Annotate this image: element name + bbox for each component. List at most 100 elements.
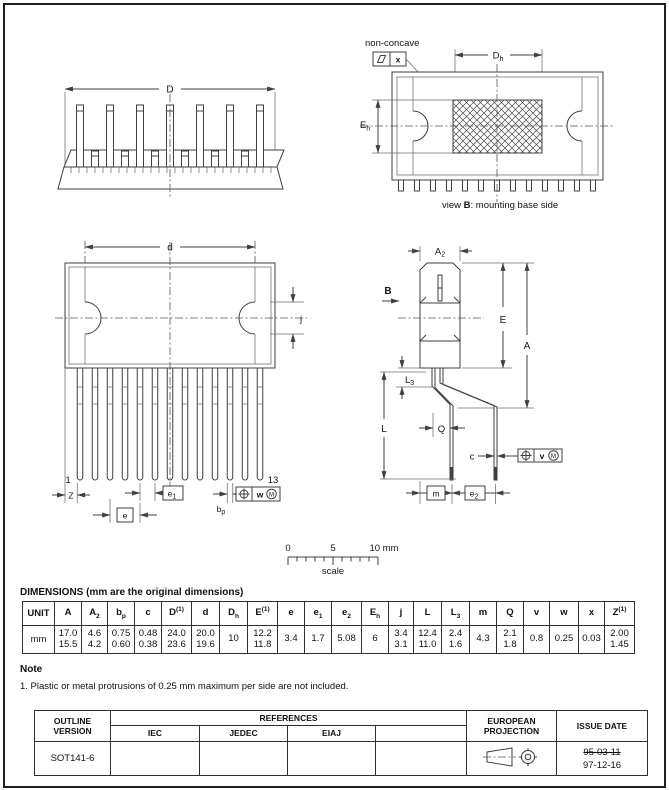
dim-label-e1: e1 bbox=[168, 489, 177, 501]
issue-date-old: 95-03-11 bbox=[583, 746, 621, 758]
dim-label-L3: L3 bbox=[405, 375, 414, 387]
dim-label-bp: bp bbox=[217, 504, 226, 516]
issue-date-cell: 95-03-11 97-12-16 bbox=[556, 741, 648, 776]
ref-value-blank bbox=[375, 741, 467, 776]
issue-date-header: ISSUE DATE bbox=[556, 710, 648, 742]
ref-col-jedec: JEDEC bbox=[199, 725, 288, 742]
pin-1-label: 1 bbox=[65, 475, 70, 486]
references-header: REFERENCES bbox=[110, 710, 467, 726]
dimension-A2: A2 bbox=[408, 246, 472, 261]
dim-value: 5.08 bbox=[331, 625, 362, 654]
ref-value-jedec bbox=[199, 741, 288, 776]
note-item: 1. Plastic or metal protrusions of 0.25 … bbox=[20, 681, 349, 692]
dim-value: 10 bbox=[219, 625, 248, 654]
package-front-view-drawing: d bbox=[52, 241, 307, 523]
dim-value: 0.03 bbox=[578, 625, 605, 654]
tol-w-label: w bbox=[256, 490, 264, 500]
col-header: m bbox=[469, 601, 497, 626]
col-header: L bbox=[413, 601, 442, 626]
non-concave-label: non-concave bbox=[365, 38, 419, 49]
dim-value: 20.0 19.6 bbox=[191, 625, 220, 654]
max-material-icon bbox=[266, 488, 277, 500]
dimensions-table: UNIT A A2 bp c D(1) d Dh E(1) e e1 e2 Eh… bbox=[22, 601, 635, 654]
col-header: Q bbox=[496, 601, 524, 626]
flatness-tolerance-frame: x bbox=[372, 51, 468, 126]
outline-version-header: OUTLINE VERSION bbox=[34, 710, 111, 742]
dim-label-L: L bbox=[381, 424, 387, 435]
dim-value: 6 bbox=[361, 625, 389, 654]
col-header: Z(1) bbox=[604, 601, 635, 626]
dim-label-A2: A2 bbox=[435, 247, 445, 259]
package-side-view-drawing: A2 B E A bbox=[380, 246, 563, 504]
dimension-c: c bbox=[470, 452, 518, 463]
dim-value: 0.75 0.60 bbox=[107, 625, 135, 654]
view-b-label: B bbox=[384, 286, 391, 297]
outline-version-value: SOT141-6 bbox=[34, 741, 111, 776]
flatness-icon bbox=[376, 55, 387, 63]
dim-value: 12.2 11.8 bbox=[247, 625, 278, 654]
dimensions-header-row: UNIT A A2 bp c D(1) d Dh E(1) e e1 e2 Eh… bbox=[22, 601, 635, 626]
col-header: L3 bbox=[441, 601, 470, 626]
col-header: v bbox=[523, 601, 550, 626]
view-b-arrow: B bbox=[382, 286, 400, 304]
dim-label-c: c bbox=[470, 452, 475, 463]
dim-value: 12.4 11.0 bbox=[413, 625, 442, 654]
package-body bbox=[391, 71, 604, 192]
tol-v-modifier: M bbox=[551, 454, 556, 460]
projection-symbol-cell bbox=[466, 741, 557, 776]
package-body bbox=[419, 262, 461, 369]
dimension-e: e bbox=[93, 499, 157, 523]
dim-value: 1.7 bbox=[304, 625, 332, 654]
col-header: Eh bbox=[361, 601, 389, 626]
dim-label-Z: Z bbox=[68, 491, 73, 501]
view-b-caption: view B: mounting base side bbox=[442, 200, 558, 211]
ref-value-eiaj bbox=[287, 741, 376, 776]
package-perspective-view-drawing: D bbox=[57, 85, 285, 198]
scale-label: scale bbox=[322, 566, 344, 577]
dim-label-A: A bbox=[524, 341, 531, 352]
dim-label-D: D bbox=[166, 85, 173, 96]
dim-label-j: j bbox=[299, 314, 302, 325]
mounting-base-view-drawing: non-concave x Dh bbox=[359, 38, 614, 211]
dim-value: 24.0 23.6 bbox=[161, 625, 192, 654]
col-header: E(1) bbox=[247, 601, 278, 626]
dim-value: 2.4 1.6 bbox=[441, 625, 470, 654]
unit-value: mm bbox=[22, 625, 55, 654]
lead-end-ticks bbox=[70, 167, 272, 173]
dim-label-Eh: Eh bbox=[360, 120, 370, 133]
dim-label-E: E bbox=[500, 315, 507, 326]
package-body bbox=[57, 104, 285, 190]
dimension-e1: e1 bbox=[125, 483, 184, 501]
dim-value: 4.6 4.2 bbox=[81, 625, 108, 654]
ref-col-eiaj: EIAJ bbox=[287, 725, 376, 742]
dimension-Z: Z bbox=[52, 368, 90, 503]
leads bbox=[76, 367, 264, 481]
ref-value-iec bbox=[110, 741, 200, 776]
footer-reference-table: OUTLINE VERSION REFERENCES EUROPEAN PROJ… bbox=[34, 710, 648, 776]
dim-value: 0.25 bbox=[549, 625, 579, 654]
col-header: A2 bbox=[81, 601, 108, 626]
dim-label-Dh: Dh bbox=[493, 51, 504, 64]
dim-value: 3.4 3.1 bbox=[388, 625, 414, 654]
dim-label-e2: e2 bbox=[470, 489, 479, 501]
dim-value: 0.8 bbox=[523, 625, 550, 654]
max-material-icon bbox=[548, 450, 559, 461]
dimension-m-e2: m e2 bbox=[406, 481, 510, 504]
dimension-E: E bbox=[462, 262, 534, 369]
col-header: x bbox=[578, 601, 605, 626]
dim-value: 2.00 1.45 bbox=[604, 625, 635, 654]
dim-value: 17.0 15.5 bbox=[54, 625, 82, 654]
dim-value: 0.48 0.38 bbox=[134, 625, 162, 654]
dim-label-e: e bbox=[123, 511, 128, 521]
exposed-heatsink-area bbox=[452, 99, 543, 154]
dim-value: 2.1 1.8 bbox=[496, 625, 524, 654]
col-header: w bbox=[549, 601, 579, 626]
ref-col-blank bbox=[375, 725, 467, 742]
short-pins bbox=[91, 150, 249, 168]
first-angle-projection-icon bbox=[482, 747, 537, 767]
col-header: e2 bbox=[331, 601, 362, 626]
dimensions-value-row: mm 17.0 15.5 4.6 4.2 0.75 0.60 0.48 0.38… bbox=[22, 625, 635, 654]
european-projection-header: EUROPEAN PROJECTION bbox=[466, 710, 557, 742]
tol-v-label: v bbox=[540, 451, 545, 461]
